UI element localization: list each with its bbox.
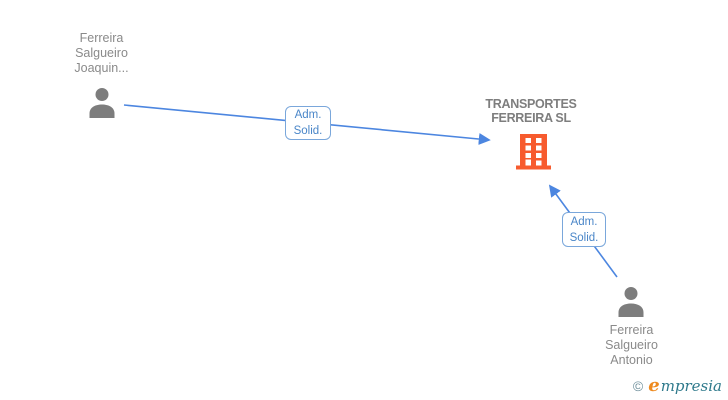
person1-node[interactable]: [87, 87, 117, 123]
building-icon: [516, 134, 551, 170]
edge2-label: Adm. Solid.: [562, 212, 606, 247]
person1-name[interactable]: Ferreira Salgueiro Joaquin...: [74, 31, 129, 75]
empresia-logo[interactable]: © e mpresia: [633, 375, 722, 396]
person-icon: [618, 287, 644, 317]
person2-node[interactable]: [616, 286, 646, 322]
edge1-label: Adm. Solid.: [285, 106, 331, 140]
copyright-icon: ©: [632, 378, 644, 394]
person2-name[interactable]: Ferreira Salgueiro Antonio: [605, 323, 658, 367]
person-icon: [89, 88, 115, 118]
company-node[interactable]: [516, 134, 551, 175]
brand-text: mpresia: [660, 377, 722, 395]
brand-initial: e: [648, 375, 660, 396]
company-name[interactable]: TRANSPORTES FERREIRA SL: [485, 97, 577, 125]
